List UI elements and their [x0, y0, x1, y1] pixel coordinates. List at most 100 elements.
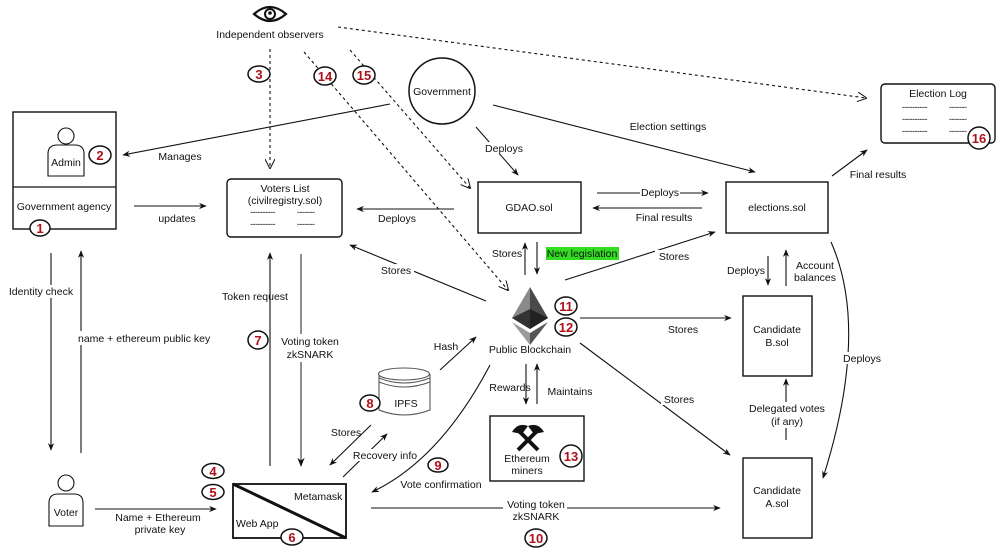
election-log-title: Election Log: [909, 88, 967, 100]
deploys-gdao-voters-label: Deploys: [378, 213, 416, 225]
webapp-node: Metamask Web App: [232, 482, 347, 540]
recovery-info-label: Recovery info: [353, 450, 417, 462]
edge-observers-log: [337, 26, 866, 98]
election-settings-label: Election settings: [630, 121, 706, 133]
miners-label: Ethereum: [504, 453, 550, 465]
stores-elections-label: Stores: [659, 251, 689, 263]
deploys-candidate-a-label: Deploys: [843, 353, 881, 365]
election-log-node: Election Log ---------- ------- --------…: [880, 83, 996, 144]
candidate-a-node: Candidate A.sol: [742, 457, 813, 539]
updates-label: updates: [158, 213, 195, 225]
election-log-placeholder: ----------: [902, 114, 927, 124]
edge-manages: [122, 103, 391, 157]
step-badge: 7: [247, 330, 269, 350]
elections-label: elections.sol: [748, 202, 806, 214]
observers-node: Independent observers: [216, 5, 324, 41]
identity-check-label: Identity check: [9, 286, 74, 298]
hash-label: Hash: [434, 341, 459, 353]
gov-agency-node: Admin Government agency: [12, 111, 117, 230]
voters-list-placeholder: ----------: [250, 207, 275, 217]
voters-list-node: Voters List (civilregistry.sol) --------…: [226, 178, 343, 238]
step-badge: 5: [201, 483, 225, 501]
voter-person-icon: [48, 474, 84, 527]
voter-node: Voter: [48, 474, 84, 527]
deploys-gdao-elections-label: Deploys: [641, 187, 679, 199]
name-privkey-label: Name + Ethereum: [115, 512, 201, 524]
step-number: 12: [559, 320, 573, 335]
step-badge: 15: [352, 65, 376, 85]
step-badge: 16: [967, 126, 991, 150]
stores-gdao-label: Stores: [492, 248, 522, 260]
new-legislation-highlight: [546, 247, 619, 260]
edge-elections-deploys-candidate-a: [822, 241, 850, 479]
delegated-votes-label: Delegated votes: [749, 403, 825, 415]
account-balances-label: Account: [796, 260, 834, 272]
voters-list-subtitle: (civilregistry.sol): [248, 195, 322, 207]
ipfs-label: IPFS: [394, 398, 417, 410]
hammers-icon: [512, 424, 544, 452]
step-number: 5: [209, 485, 216, 500]
election-log-placeholder: ----------: [902, 126, 927, 136]
step-badge: 6: [280, 528, 304, 546]
voting-token-label: Voting token: [281, 336, 339, 348]
step-number: 1: [36, 221, 43, 236]
database-cylinder-icon: [377, 367, 431, 416]
ethereum-icon: [512, 287, 548, 345]
gov-agency-label: Government agency: [17, 201, 112, 213]
deploys-gov-gdao-label: Deploys: [485, 143, 523, 155]
candidate-a-label: A.sol: [765, 498, 788, 510]
candidate-b-label: B.sol: [765, 337, 788, 349]
stores-candidate-b-label: Stores: [668, 324, 698, 336]
gdao-node: GDAO.sol: [477, 181, 582, 234]
final-results-gdao-label: Final results: [636, 212, 693, 224]
edge-blockchain-stores-voters: [349, 244, 487, 302]
step-badge: 10: [524, 528, 548, 548]
step-number: 13: [564, 449, 578, 464]
manages-label: Manages: [158, 151, 201, 163]
final-results-log-label: Final results: [850, 169, 907, 181]
voters-list-placeholder: -------: [297, 219, 315, 229]
maintains-label: Maintains: [548, 386, 593, 398]
step-number: 7: [254, 333, 261, 348]
webapp-label: Web App: [236, 518, 279, 530]
step-badge: 1: [29, 219, 51, 237]
candidate-b-label: Candidate: [753, 324, 801, 336]
government-node: Government: [408, 57, 476, 125]
blockchain-label: Public Blockchain: [489, 344, 571, 356]
step-badge: 8: [359, 394, 381, 412]
eye-icon: [252, 5, 288, 23]
voters-list-placeholder: ----------: [250, 219, 275, 229]
step-number: 9: [434, 458, 441, 473]
gdao-label: GDAO.sol: [505, 202, 552, 214]
miners-label: miners: [511, 465, 543, 477]
government-label: Government: [413, 86, 471, 98]
step-number: 2: [96, 148, 103, 163]
delegated-votes-label: (if any): [771, 416, 803, 428]
edge-blockchain-stores-candidate-a: [579, 342, 731, 456]
step-number: 16: [972, 131, 986, 146]
edge-election-settings: [492, 104, 756, 174]
step-number: 11: [559, 299, 573, 314]
step-number: 15: [357, 68, 371, 83]
election-log-placeholder: -------: [949, 114, 967, 124]
edge-blockchain-stores-elections: [564, 231, 716, 281]
edge-ipfs-stores: [329, 424, 372, 466]
step-number: 6: [288, 530, 295, 545]
edge-observers-blockchain: [303, 51, 508, 290]
step-badge: 9: [427, 457, 449, 473]
candidate-b-node: Candidate B.sol: [742, 295, 813, 377]
step-badge: 13: [559, 444, 583, 468]
blockchain-node: Public Blockchain: [489, 287, 571, 356]
ipfs-node: IPFS: [377, 367, 431, 416]
zksnark-label: zkSNARK: [287, 349, 334, 361]
election-log-placeholder: -------: [949, 126, 967, 136]
edge-vote-confirmation: [371, 364, 491, 493]
stores-ipfs-label: Stores: [331, 427, 361, 439]
step-number: 3: [255, 67, 262, 82]
account-balances-label: balances: [794, 272, 836, 284]
candidate-a-label: Candidate: [753, 485, 801, 497]
admin-label: Admin: [51, 157, 81, 169]
name-pubkey-label: name + ethereum public key: [78, 333, 211, 345]
step-number: 4: [209, 464, 217, 479]
